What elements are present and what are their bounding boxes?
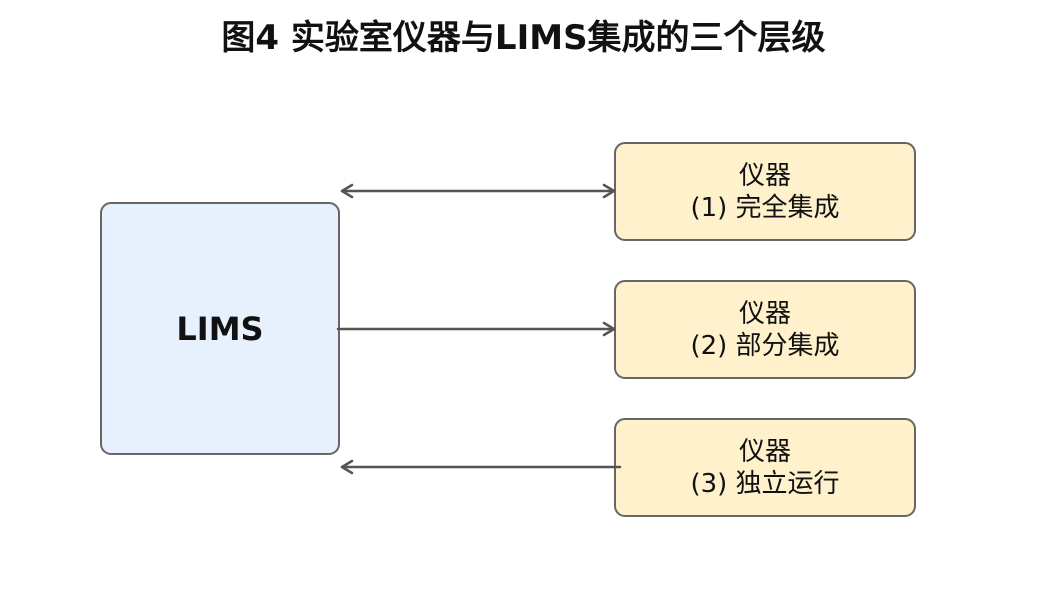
instrument-box-standalone: 仪器 (3) 独立运行	[614, 418, 916, 517]
lims-to-instrument-arrow	[336, 321, 616, 337]
instrument-to-lims-arrow	[340, 459, 622, 475]
diagram-title: 图4 实验室仪器与LIMS集成的三个层级	[221, 18, 826, 58]
instrument-name: 仪器	[738, 160, 791, 191]
integration-level-label: (3) 独立运行	[690, 468, 840, 499]
lims-box: LIMS	[100, 202, 340, 455]
bidirectional-arrow	[340, 183, 616, 199]
integration-level-label: (1) 完全集成	[690, 192, 840, 223]
lims-label: LIMS	[176, 309, 264, 348]
integration-level-label: (2) 部分集成	[690, 330, 840, 361]
instrument-name: 仪器	[738, 436, 791, 467]
instrument-name: 仪器	[738, 298, 791, 329]
instrument-box-full-integration: 仪器 (1) 完全集成	[614, 142, 916, 241]
instrument-box-partial-integration: 仪器 (2) 部分集成	[614, 280, 916, 379]
